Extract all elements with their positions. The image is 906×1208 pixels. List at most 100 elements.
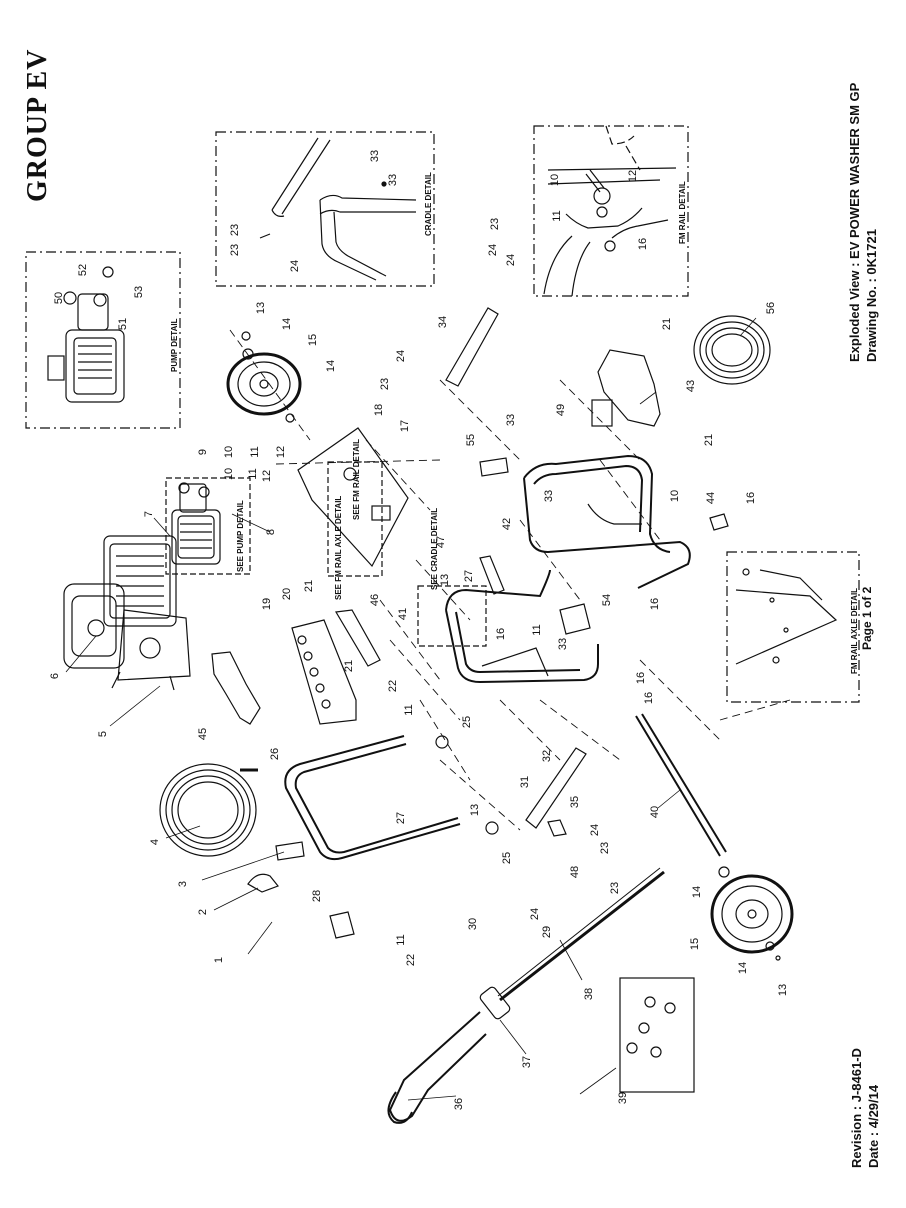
callout-54: 54 bbox=[601, 594, 613, 606]
wheel-lower-drawing bbox=[710, 866, 794, 961]
callout-10d: 10 bbox=[549, 174, 561, 186]
callout-40: 40 bbox=[649, 806, 661, 818]
callout-16a: 16 bbox=[637, 238, 649, 250]
callout-11f: 11 bbox=[551, 210, 563, 221]
callout-24c: 24 bbox=[395, 350, 407, 362]
callout-39: 39 bbox=[617, 1092, 629, 1104]
handle-frame-drawing bbox=[284, 735, 461, 861]
cradle-detail-box bbox=[215, 131, 435, 287]
callout-12c: 12 bbox=[627, 170, 639, 182]
callout-29: 29 bbox=[541, 926, 553, 938]
callout-22: 22 bbox=[387, 680, 399, 692]
callout-47: 47 bbox=[435, 536, 447, 548]
callout-13: 13 bbox=[255, 302, 267, 314]
callout-11d: 11 bbox=[531, 624, 543, 635]
callout-13b: 13 bbox=[777, 984, 789, 996]
group-title: GROUP EV bbox=[22, 48, 53, 202]
nut-25b-drawing bbox=[485, 821, 499, 835]
callout-45: 45 bbox=[197, 728, 209, 740]
callout-31: 31 bbox=[519, 776, 531, 788]
callout-14: 14 bbox=[281, 318, 293, 330]
callout-53: 53 bbox=[133, 286, 145, 298]
fm-rail-axle-detail-label: FM RAIL AXLE DETAIL bbox=[850, 587, 859, 674]
callout-20: 20 bbox=[281, 588, 293, 600]
callout-27b: 27 bbox=[463, 570, 475, 582]
callout-23a: 23 bbox=[229, 224, 241, 236]
callout-19: 19 bbox=[261, 598, 273, 610]
callout-23c: 23 bbox=[379, 378, 391, 390]
part-48-drawing bbox=[547, 819, 567, 837]
callout-42: 42 bbox=[501, 518, 513, 530]
callout-33c: 33 bbox=[543, 490, 555, 502]
assembly-leader-lines bbox=[229, 329, 791, 831]
callout-11: 11 bbox=[249, 446, 261, 457]
date-line: Date : 4/29/14 bbox=[866, 1084, 881, 1168]
page-number: Page 1 of 2 bbox=[860, 586, 874, 650]
callout-8: 8 bbox=[265, 529, 277, 535]
callout-24f: 24 bbox=[487, 244, 499, 256]
fm-rail-detail-label: FM RAIL DETAIL bbox=[678, 181, 687, 244]
callout-1: 1 bbox=[213, 957, 225, 963]
bracket-45-drawing bbox=[211, 651, 261, 725]
holder-54-drawing bbox=[559, 603, 591, 635]
callout-43: 43 bbox=[685, 380, 697, 392]
part-49-drawing bbox=[591, 399, 613, 427]
callout-12: 12 bbox=[275, 446, 287, 458]
callout-labels: 1 2 3 4 5 6 7 8 9 10 11 12 13 14 15 14 1… bbox=[49, 150, 789, 1110]
callout-55: 55 bbox=[465, 434, 477, 446]
panel-18-drawing bbox=[297, 427, 409, 568]
see-pump-detail-label: SEE PUMP DETAIL bbox=[236, 500, 245, 572]
callout-32: 32 bbox=[541, 750, 553, 762]
wheel-upper-drawing bbox=[226, 331, 302, 423]
callout-37: 37 bbox=[521, 1056, 533, 1068]
fm-rail-detail-drawing bbox=[543, 125, 677, 297]
see-fm-rail-detail-label: SEE FM RAIL DETAIL bbox=[352, 438, 361, 520]
callout-18: 18 bbox=[373, 404, 385, 416]
callout-36: 36 bbox=[453, 1098, 465, 1110]
callout-24b: 24 bbox=[589, 824, 601, 836]
callout-15: 15 bbox=[307, 334, 319, 346]
fm-rail-axle-detail-box bbox=[726, 551, 860, 703]
see-pump-box bbox=[165, 477, 251, 575]
callout-9: 9 bbox=[197, 449, 209, 455]
callout-2: 2 bbox=[197, 909, 209, 915]
callout-25b: 25 bbox=[501, 852, 513, 864]
callout-28: 28 bbox=[311, 890, 323, 902]
hose-56-drawing bbox=[693, 315, 771, 385]
callout-16d: 16 bbox=[635, 672, 647, 684]
bracket-46-drawing bbox=[335, 609, 381, 667]
callout-52: 52 bbox=[77, 264, 89, 276]
callout-56: 56 bbox=[765, 302, 777, 314]
pump-drawing bbox=[171, 482, 221, 565]
callout-41: 41 bbox=[397, 608, 409, 620]
callout-14c: 14 bbox=[737, 962, 749, 974]
callout-50: 50 bbox=[53, 292, 65, 304]
callout-26: 26 bbox=[269, 748, 281, 760]
callout-11c: 11 bbox=[395, 934, 407, 945]
cradle-detail-label: CRADLE DETAIL bbox=[424, 172, 433, 236]
callout-24e: 24 bbox=[505, 254, 517, 266]
callout-13c: 13 bbox=[469, 804, 481, 816]
callout-33b: 33 bbox=[505, 414, 517, 426]
callout-15b: 15 bbox=[689, 938, 701, 950]
callout-21c: 21 bbox=[661, 318, 673, 330]
nozzle-kit-box bbox=[619, 977, 695, 1093]
callout-25a: 25 bbox=[461, 716, 473, 728]
frame-42-drawing bbox=[523, 454, 691, 589]
holder-28-drawing bbox=[329, 911, 355, 939]
callout-27a: 27 bbox=[395, 812, 407, 824]
callout-23b: 23 bbox=[599, 842, 611, 854]
spray-wand-drawing bbox=[387, 867, 665, 1124]
title-line-1: Exploded View : EV POWER WASHER SM GP bbox=[847, 82, 862, 362]
callout-16e: 16 bbox=[495, 628, 507, 640]
part-44-drawing bbox=[709, 513, 729, 531]
callout-23f: 23 bbox=[229, 244, 241, 256]
callout-16b: 16 bbox=[745, 492, 757, 504]
callout-14d: 14 bbox=[691, 886, 703, 898]
pump-detail-drawing bbox=[47, 266, 125, 403]
callout-17: 17 bbox=[399, 420, 411, 432]
callout-21a: 21 bbox=[303, 580, 315, 592]
callout-11b: 11 bbox=[403, 704, 415, 715]
